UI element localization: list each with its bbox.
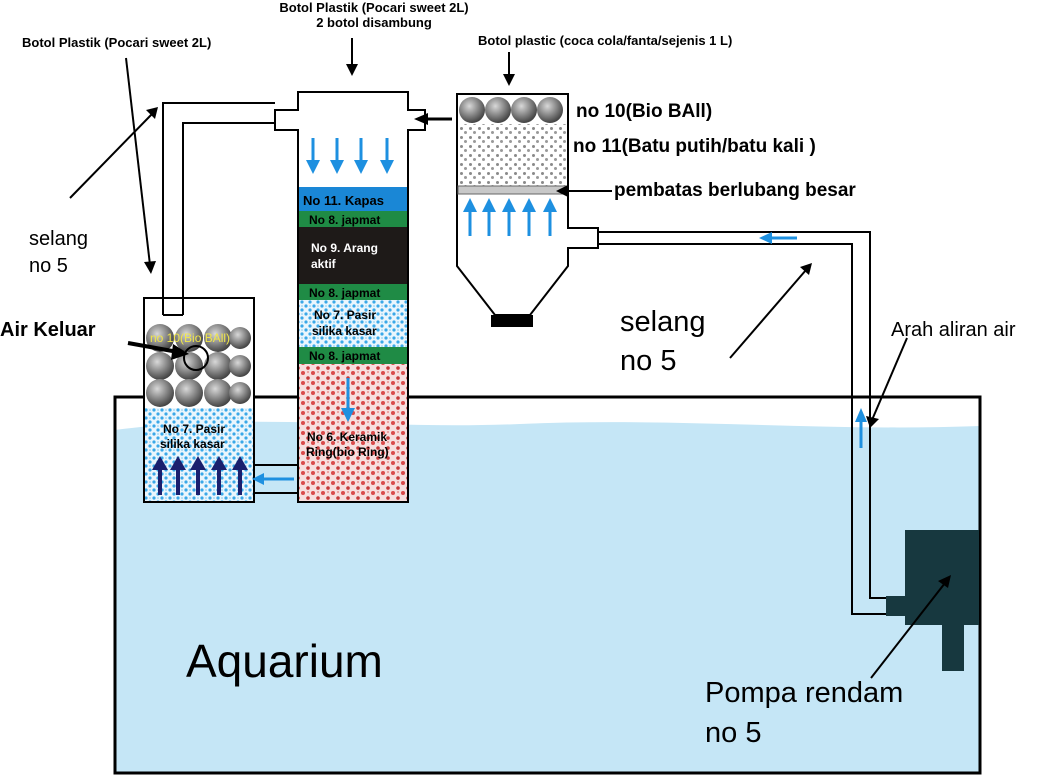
layer-keramik	[299, 364, 407, 501]
label-air-keluar: Air Keluar	[0, 319, 96, 341]
label-selang-left-1: selang	[29, 228, 88, 250]
label-left-pasir-2: silika kasar	[160, 437, 225, 451]
layer-kapas	[299, 187, 407, 211]
label-selang-left-2: no 5	[29, 255, 68, 277]
label-arang-2: aktif	[311, 257, 337, 271]
left-up-arrows	[152, 456, 248, 495]
label-aquarium: Aquarium	[186, 635, 383, 687]
aquarium-tank	[113, 395, 982, 775]
return-pipe	[162, 102, 275, 315]
layer-arang	[299, 227, 407, 284]
outlet-circle	[183, 345, 209, 371]
label-no11-big: no 11(Batu putih/batu kali )	[573, 136, 816, 157]
pump	[886, 530, 979, 671]
mid-down-arrows	[306, 138, 394, 422]
label-japmat-1: No 8. japmat	[309, 213, 380, 227]
air-keluar-arrow	[127, 341, 179, 354]
label-no10-big: no 10(Bio BAll)	[576, 101, 712, 122]
label-selang-mid-2: no 5	[620, 345, 676, 377]
label-arah-aliran: Arah aliran air	[891, 319, 1016, 341]
label-japmat-3: No 8. japmat	[309, 349, 380, 363]
pointer-arrows	[69, 38, 951, 679]
layer-japmat-3	[299, 347, 407, 364]
aquarium-water	[115, 421, 980, 773]
bottom-connector	[254, 464, 298, 494]
pump-hose	[598, 231, 888, 615]
label-arang-1: No 9. Arang	[311, 241, 378, 255]
middle-column	[274, 91, 426, 503]
bottle-cap	[491, 315, 533, 327]
label-mid-pasir-1: No 7. Pasir	[314, 308, 376, 322]
label-top-bottle-2: 2 botol disambung	[316, 15, 432, 30]
layer-japmat-2	[299, 284, 407, 300]
label-pompa-1: Pompa rendam	[705, 677, 903, 709]
label-left-bottle: Botol Plastik (Pocari sweet 2L)	[22, 35, 211, 50]
label-pembatas: pembatas berlubang besar	[614, 180, 856, 201]
layer-japmat-1	[299, 211, 407, 227]
label-top-bottle-1: Botol Plastik (Pocari sweet 2L)	[279, 0, 468, 15]
label-keramik-1: No 6. Keramik	[307, 430, 387, 444]
label-left-pasir-1: No 7. Pasir	[163, 422, 225, 436]
label-right-bottle: Botol plastic (coca cola/fanta/sejenis 1…	[478, 33, 732, 48]
label-keramik-2: Ring(bio Ring)	[306, 445, 389, 459]
left-bottle	[143, 297, 255, 503]
label-selang-mid-1: selang	[620, 306, 705, 338]
right-bio-balls	[459, 97, 563, 123]
divider-plate	[457, 185, 568, 195]
label-kapas: No 11. Kapas	[303, 193, 384, 208]
label-mid-pasir-2: silika kasar	[312, 324, 377, 338]
right-up-arrows	[463, 198, 557, 236]
label-japmat-2: No 8. japmat	[309, 286, 380, 300]
layer-pasir-mid	[299, 300, 407, 347]
label-no10-small: no 10(Bio BAll)	[150, 331, 230, 345]
right-bottle	[456, 93, 599, 327]
label-pompa-2: no 5	[705, 717, 761, 749]
